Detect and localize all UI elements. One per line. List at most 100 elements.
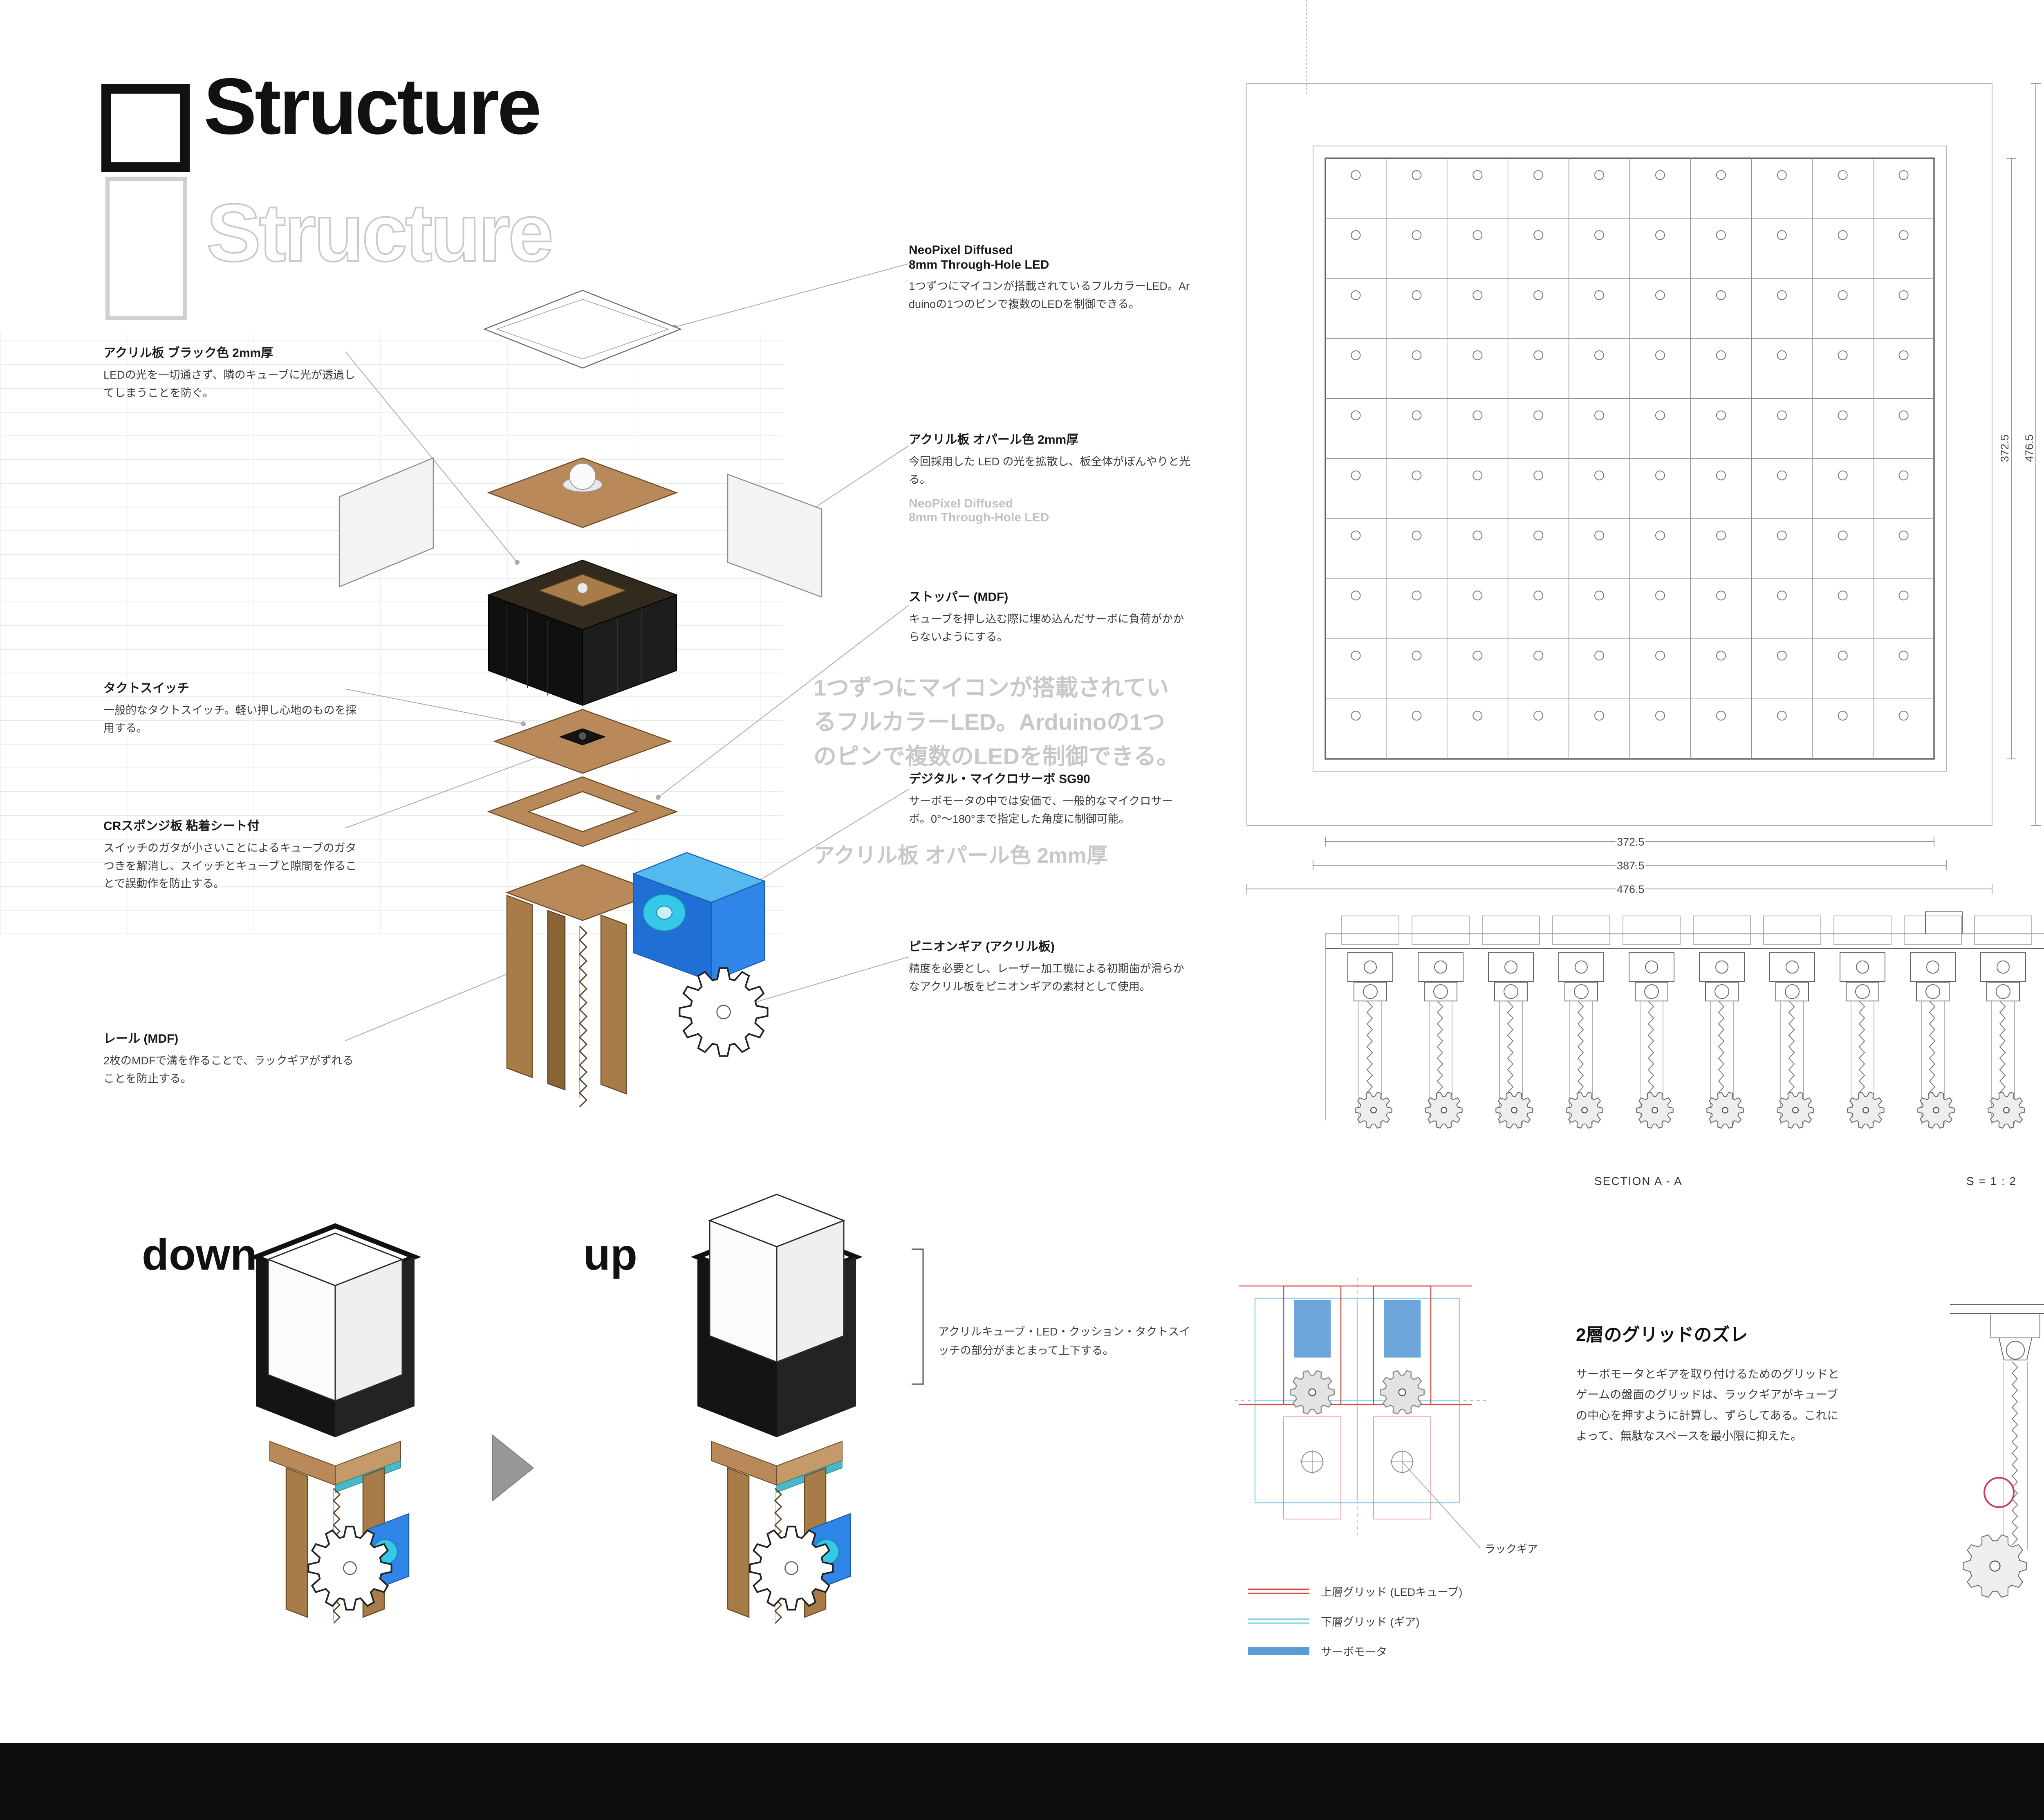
callout-cr-sponge: CRスポンジ板 粘着シート付 スイッチのガタが小さいことによるキューブのガタつき… [103, 816, 357, 893]
black-acrylic-box [487, 559, 678, 706]
ghost-big-text: 1つずつにマイコンが搭載されているフルカラーLED。Arduinoの1つのピンで… [814, 675, 1179, 769]
callout-heading: アクリル板 オパール色 2mm厚 [909, 433, 1079, 447]
section-unit [1552, 916, 1610, 1129]
callout-body: 一般的なタクトスイッチ。軽い押し心地のものを採用する。 [103, 704, 357, 734]
ghost-title-square [105, 177, 187, 320]
section-units [1341, 916, 2032, 1129]
servo-motor [632, 852, 766, 982]
callout-heading: NeoPixel Diffused [909, 243, 1013, 257]
callout-body: サーボモータの中では安価で、一般的なマイクロサーボ。0°〜180°まで指定した角… [909, 795, 1173, 825]
title-square-icon [101, 84, 190, 172]
rack-gear [578, 925, 588, 1108]
section-unit [1763, 916, 1821, 1129]
grid-offset-legend: 上層グリッド (LEDキューブ) 下層グリッド (ギア) サーボモータ [1248, 1583, 1462, 1673]
stopper-ring [487, 776, 678, 847]
servo-swatch [1248, 1647, 1309, 1655]
down-label: down [142, 1230, 257, 1279]
rack-gear-pointer-label: ラックギア [1485, 1543, 1538, 1555]
cad-outer-frame [1246, 83, 1992, 826]
callout-heading: 8mm Through-Hole LED [909, 258, 1049, 272]
section-unit [1412, 916, 1470, 1129]
dimension-lines-right: 372.5 476.5 [1997, 83, 2041, 826]
section-unit [1833, 916, 1892, 1129]
svg-text:136.5: 136.5 [2042, 1011, 2044, 1039]
callout-body: キューブを押し込む際に埋め込んだサーボに負荷がかからないようにする。 [909, 613, 1184, 643]
legend-label: サーボモータ [1321, 1646, 1387, 1658]
callout-body: 今回採用した LED の光を拡散し、板全体がぼんやりと光る。 [909, 456, 1190, 486]
legend-label: 下層グリッド (ギア) [1321, 1616, 1420, 1628]
scale-label: S = 1 : 2 [1966, 1175, 2017, 1187]
svg-text:372.5: 372.5 [1617, 836, 1645, 848]
clear-top-plate [483, 289, 682, 369]
tact-switch-board [493, 709, 672, 774]
dimension-lines-bottom: 372.5 387.5 476.5 [1246, 834, 1992, 898]
section-unit [1974, 916, 2032, 1129]
callout-heading: アクリル板 ブラック色 2mm厚 [103, 346, 273, 360]
ghost-big-text-2: アクリル板 オパール色 2mm厚 [814, 844, 1108, 868]
svg-text:387.5: 387.5 [1617, 860, 1645, 872]
rail-assembly [505, 864, 660, 1108]
cad-plan-drawing: 372.5 387.5 476.5 372.5 476.5 [1246, 83, 2044, 1189]
section-unit [1482, 916, 1540, 1129]
callout-body: 精度を必要とし、レーザー加工機による初期歯が滑らかなアクリル板をピニオンギアの素… [909, 963, 1184, 993]
section-unit [1904, 916, 1962, 1129]
ghost-callout-copy: NeoPixel Diffused 8mm Through-Hole LED [909, 497, 1049, 525]
up-assembly [697, 1194, 856, 1623]
initial-position-diagram [1950, 1304, 2044, 1598]
gear-symbol [1963, 1534, 2027, 1598]
pinion-gear [679, 967, 769, 1057]
ghost-line: NeoPixel Diffused [909, 497, 1013, 510]
section-heading: 2層のグリッドのズレ [1576, 1325, 1748, 1345]
arrow-right-icon [492, 1434, 534, 1502]
svg-text:476.5: 476.5 [1617, 883, 1645, 895]
gear-symbol [1290, 1370, 1335, 1415]
svg-text:372.5: 372.5 [1999, 434, 2011, 462]
grid-offset-diagram: ラックギア [1235, 1278, 1538, 1555]
up-label: up [583, 1230, 637, 1279]
callout-heading: タクトスイッチ [103, 682, 189, 695]
upper-grid-swatch [1248, 1588, 1309, 1594]
section-unit [1341, 916, 1399, 1129]
led-diffuser-board [487, 457, 678, 528]
callout-neopixel: NeoPixel Diffused 8mm Through-Hole LED 1… [909, 243, 1195, 313]
bracket [912, 1248, 924, 1385]
ghost-line: 8mm Through-Hole LED [909, 511, 1049, 524]
callout-tact-switch: タクトスイッチ 一般的なタクトスイッチ。軽い押し心地のものを採用する。 [103, 678, 357, 737]
callout-heading: ピニオンギア (アクリル板) [909, 940, 1055, 954]
callout-body: LEDの光を一切通さず、隣のキューブに光が透過してしまうことを防ぐ。 [103, 369, 356, 399]
callout-body: 2枚のMDFで溝を作ることで、ラックギアがずれることを防止する。 [103, 1055, 354, 1085]
callout-heading: ストッパー (MDF) [909, 590, 1009, 604]
callout-heading: デジタル・マイクロサーボ SG90 [909, 772, 1090, 786]
callout-pinion-gear: ピニオンギア (アクリル板) 精度を必要とし、レーザー加工機による初期歯が滑らか… [909, 936, 1195, 996]
section-drawing: 136.5 SECTION A - A S = 1 : 2 [1325, 911, 2044, 1189]
svg-text:476.5: 476.5 [2023, 434, 2035, 462]
up-down-note: アクリルキューブ・LED・クッション・タクトスイッチの部分がまとまって上下する。 [938, 1326, 1190, 1357]
grid-offset-text: 2層のグリッドのズレ サーボモータとギアを取り付けるためのグリッドとゲームの盤面… [1576, 1320, 1846, 1447]
callout-stopper: ストッパー (MDF) キューブを押し込む際に埋め込んだサーボに負荷がかからない… [909, 587, 1195, 646]
legend-label: 上層グリッド (LEDキューブ) [1321, 1586, 1463, 1598]
raised-unit [1925, 911, 1963, 934]
callout-heading: レール (MDF) [103, 1032, 179, 1046]
section-unit [1693, 916, 1751, 1129]
legend-item: 上層グリッド (LEDキューブ) [1248, 1583, 1462, 1599]
fold-mark [1306, 0, 1307, 94]
exploded-view-diagram [338, 263, 909, 1108]
callout-black-acrylic: アクリル板 ブラック色 2mm厚 LEDの光を一切通さず、隣のキューブに光が透過… [103, 343, 357, 402]
opal-panel-left [338, 457, 434, 588]
bottom-black-bar [0, 1743, 2044, 1820]
legend-item: 下層グリッド (ギア) [1248, 1613, 1462, 1629]
opal-panel-right [727, 474, 823, 598]
callout-rail: レール (MDF) 2枚のMDFで溝を作ることで、ラックギアがずれることを防止す… [103, 1028, 357, 1088]
legend-item: サーボモータ [1248, 1643, 1462, 1659]
callout-opal-acrylic: アクリル板 オパール色 2mm厚 今回採用した LED の光を拡散し、板全体がぼ… [909, 429, 1195, 489]
page-title: Structure [204, 62, 542, 151]
down-assembly [256, 1226, 415, 1623]
callout-heading: CRスポンジ板 粘着シート付 [103, 819, 260, 833]
callout-body: スイッチのガタが小さいことによるキューブのガタつきを解消し、スイッチとキューブと… [103, 842, 357, 890]
lower-grid-swatch [1248, 1618, 1309, 1624]
section-label: SECTION A - A [1594, 1175, 1683, 1187]
highlight-circle [1983, 1477, 2015, 1508]
servo-footprint [1294, 1300, 1331, 1358]
section-unit [1623, 916, 1681, 1129]
